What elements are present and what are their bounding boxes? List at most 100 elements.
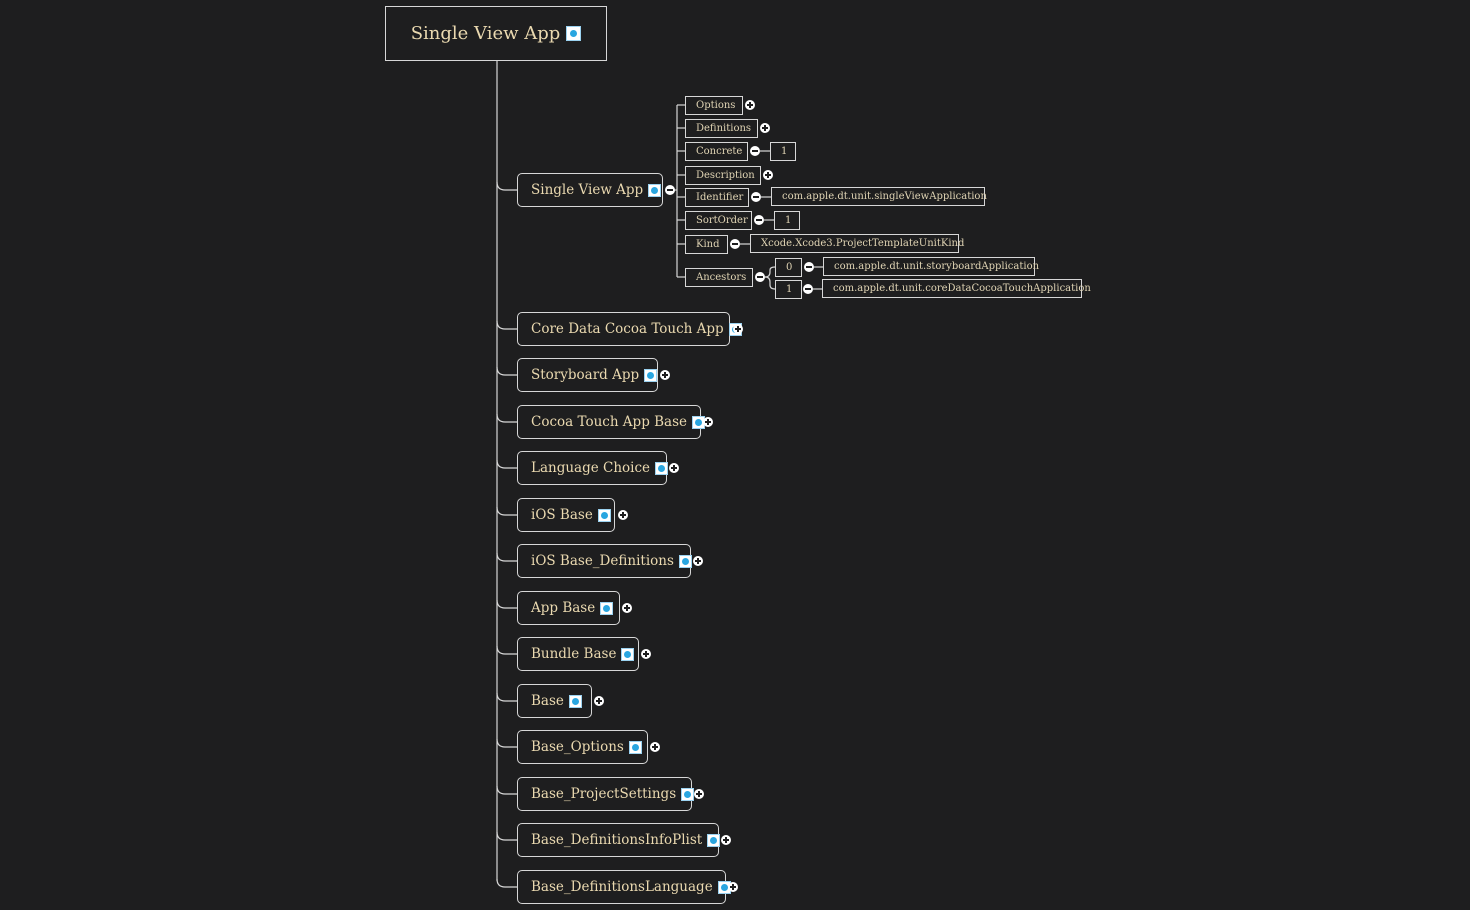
- link-icon[interactable]: [681, 787, 695, 801]
- collapse-toggle[interactable]: [803, 284, 813, 294]
- expand-toggle[interactable]: [763, 170, 773, 180]
- topic-language-choice[interactable]: Language Choice: [517, 451, 669, 485]
- topic-label: Language Choice: [531, 460, 651, 476]
- expand-toggle[interactable]: [594, 696, 604, 706]
- link-icon[interactable]: [678, 554, 692, 568]
- topic-label: App Base: [531, 600, 596, 616]
- topic-app-base[interactable]: App Base: [517, 591, 620, 625]
- field-label: Kind: [696, 239, 720, 250]
- ancestor-index[interactable]: 1: [775, 280, 802, 299]
- topic-label: Base_ProjectSettings: [531, 786, 677, 802]
- field-label: Options: [696, 100, 736, 111]
- expand-toggle[interactable]: [728, 882, 738, 892]
- topic-label: Bundle Base: [531, 646, 617, 662]
- expand-toggle[interactable]: [733, 324, 743, 334]
- topic-ios-base[interactable]: iOS Base: [517, 498, 615, 532]
- connector-line: [496, 645, 517, 655]
- topic-base-options[interactable]: Base_Options: [517, 730, 648, 764]
- collapse-toggle[interactable]: [730, 239, 740, 249]
- value-text: com.apple.dt.unit.storyboardApplication: [834, 261, 1040, 272]
- field-identifier[interactable]: Identifier: [685, 188, 749, 207]
- expand-toggle[interactable]: [669, 463, 679, 473]
- connector-line: [496, 738, 517, 748]
- field-kind[interactable]: Kind: [685, 235, 728, 254]
- field-sortorder[interactable]: SortOrder: [685, 211, 752, 230]
- topic-label: Core Data Cocoa Touch App: [531, 321, 724, 337]
- field-ancestors[interactable]: Ancestors: [685, 268, 753, 287]
- link-icon[interactable]: [692, 415, 706, 429]
- field-options[interactable]: Options: [685, 96, 743, 115]
- topic-core-data-cocoa-touch-app[interactable]: Core Data Cocoa Touch App: [517, 312, 742, 346]
- ancestor-value: com.apple.dt.unit.coreDataCocoaTouchAppl…: [822, 279, 1091, 298]
- value-text: com.apple.dt.unit.singleViewApplication: [782, 191, 987, 202]
- topic-bundle-base[interactable]: Bundle Base: [517, 637, 639, 671]
- topic-cocoa-touch-app-base[interactable]: Cocoa Touch App Base: [517, 405, 706, 439]
- connector-line: [496, 366, 517, 376]
- link-icon[interactable]: [655, 461, 669, 475]
- connector-line: [496, 785, 517, 795]
- field-definitions[interactable]: Definitions: [685, 119, 758, 138]
- topic-ios-base-definitions[interactable]: iOS Base_Definitions: [517, 544, 692, 578]
- topic-label: Single View App: [531, 182, 644, 198]
- expand-toggle[interactable]: [760, 123, 770, 133]
- connector-line: [764, 266, 776, 278]
- topic-label: Storyboard App: [531, 367, 640, 383]
- value-identifier: com.apple.dt.unit.singleViewApplication: [771, 187, 987, 206]
- link-icon[interactable]: [597, 508, 611, 522]
- collapse-toggle[interactable]: [804, 262, 814, 272]
- root-topic[interactable]: Single View App: [385, 6, 607, 61]
- topic-label: Base_Options: [531, 739, 624, 755]
- link-icon[interactable]: [707, 833, 721, 847]
- value-text: 1: [785, 215, 792, 226]
- topic-storyboard-app[interactable]: Storyboard App: [517, 358, 658, 392]
- collapse-toggle[interactable]: [750, 146, 760, 156]
- topic-base-definitionslanguage[interactable]: Base_DefinitionsLanguage: [517, 870, 731, 904]
- link-icon[interactable]: [628, 740, 642, 754]
- link-icon[interactable]: [600, 601, 614, 615]
- link-icon[interactable]: [568, 694, 582, 708]
- connector-line: [496, 599, 517, 609]
- ancestor-value: com.apple.dt.unit.storyboardApplication: [823, 257, 1039, 276]
- topic-base[interactable]: Base: [517, 684, 592, 718]
- topic-label: Base: [531, 693, 564, 709]
- field-label: Ancestors: [696, 272, 747, 283]
- link-icon[interactable]: [566, 26, 582, 41]
- value-text: 0: [786, 262, 793, 273]
- link-icon[interactable]: [621, 647, 635, 661]
- expand-toggle[interactable]: [660, 370, 670, 380]
- topic-base-projectsettings[interactable]: Base_ProjectSettings: [517, 777, 695, 811]
- connector-line: [496, 552, 517, 562]
- field-description[interactable]: Description: [685, 166, 761, 185]
- value-text: com.apple.dt.unit.coreDataCocoaTouchAppl…: [833, 283, 1091, 294]
- collapse-toggle[interactable]: [751, 192, 761, 202]
- expand-toggle[interactable]: [703, 417, 713, 427]
- value-concrete: 1: [770, 142, 796, 161]
- topic-label: iOS Base_Definitions: [531, 553, 674, 569]
- ancestor-index[interactable]: 0: [775, 258, 802, 277]
- collapse-toggle[interactable]: [755, 272, 765, 282]
- field-concrete[interactable]: Concrete: [685, 142, 748, 161]
- expand-toggle[interactable]: [618, 510, 628, 520]
- topic-base-definitionsinfoplist[interactable]: Base_DefinitionsInfoPlist: [517, 823, 721, 857]
- field-label: SortOrder: [696, 215, 748, 226]
- connector-line: [496, 692, 517, 702]
- expand-toggle[interactable]: [622, 603, 632, 613]
- topic-single-view-app[interactable]: Single View App: [517, 173, 663, 207]
- topic-label: Base_DefinitionsLanguage: [531, 879, 713, 895]
- link-icon[interactable]: [648, 183, 662, 197]
- expand-toggle[interactable]: [721, 835, 731, 845]
- connector-line: [496, 181, 517, 191]
- expand-toggle[interactable]: [694, 789, 704, 799]
- link-icon[interactable]: [644, 368, 658, 382]
- collapse-toggle[interactable]: [665, 185, 675, 195]
- expand-toggle[interactable]: [693, 556, 703, 566]
- field-label: Concrete: [696, 146, 743, 157]
- connector-line: [496, 459, 517, 469]
- value-text: 1: [781, 146, 788, 157]
- expand-toggle[interactable]: [641, 649, 651, 659]
- expand-toggle[interactable]: [745, 100, 755, 110]
- collapse-toggle[interactable]: [754, 215, 764, 225]
- field-label: Identifier: [696, 192, 744, 203]
- connector-line: [496, 413, 517, 423]
- expand-toggle[interactable]: [650, 742, 660, 752]
